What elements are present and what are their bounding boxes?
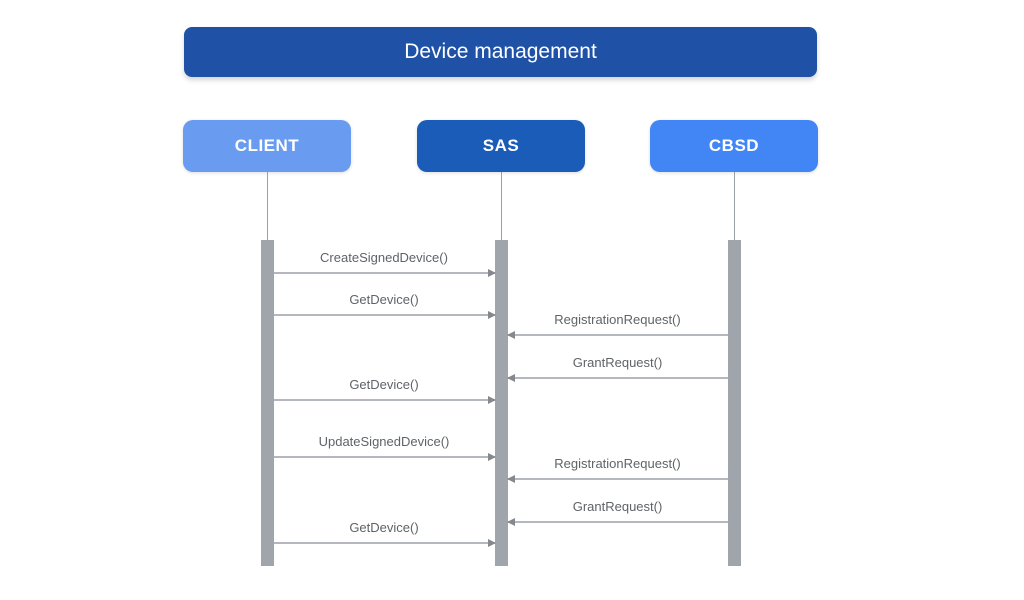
message-label: GetDevice() — [349, 292, 419, 307]
message-line — [506, 373, 728, 382]
message-line — [273, 538, 496, 547]
arrowhead-icon — [506, 474, 515, 483]
activation-bar-sas — [494, 240, 508, 566]
arrowhead-icon — [487, 268, 496, 277]
actor-box-cbsd: CBSD — [650, 120, 818, 172]
message-label: UpdateSignedDevice() — [318, 434, 450, 449]
message-line — [273, 310, 496, 319]
message-label: GetDevice() — [349, 520, 419, 535]
message-label: GrantRequest() — [572, 499, 663, 514]
lifeline-client — [267, 172, 268, 240]
arrowhead-icon — [487, 395, 496, 404]
lifeline-cbsd — [734, 172, 735, 240]
message-label: GetDevice() — [349, 377, 419, 392]
activation-bar-client — [260, 240, 274, 566]
message-label: RegistrationRequest() — [554, 312, 681, 327]
actor-box-sas: SAS — [417, 120, 585, 172]
message-label: GrantRequest() — [572, 355, 663, 370]
diagram-title-bar: Device management — [184, 27, 817, 77]
message-line — [506, 330, 728, 339]
activation-bar-cbsd — [727, 240, 741, 566]
message-line — [273, 395, 496, 404]
message-line — [273, 452, 496, 461]
message-label: CreateSignedDevice() — [320, 250, 448, 265]
arrowhead-icon — [487, 538, 496, 547]
arrowhead-icon — [506, 330, 515, 339]
lifeline-sas — [501, 172, 502, 240]
arrowhead-icon — [506, 373, 515, 382]
arrowhead-icon — [506, 517, 515, 526]
actor-box-client: CLIENT — [183, 120, 351, 172]
message-line — [506, 474, 728, 483]
message-line — [506, 517, 728, 526]
arrowhead-icon — [487, 452, 496, 461]
message-label: RegistrationRequest() — [554, 456, 681, 471]
message-line — [273, 268, 496, 277]
arrowhead-icon — [487, 310, 496, 319]
